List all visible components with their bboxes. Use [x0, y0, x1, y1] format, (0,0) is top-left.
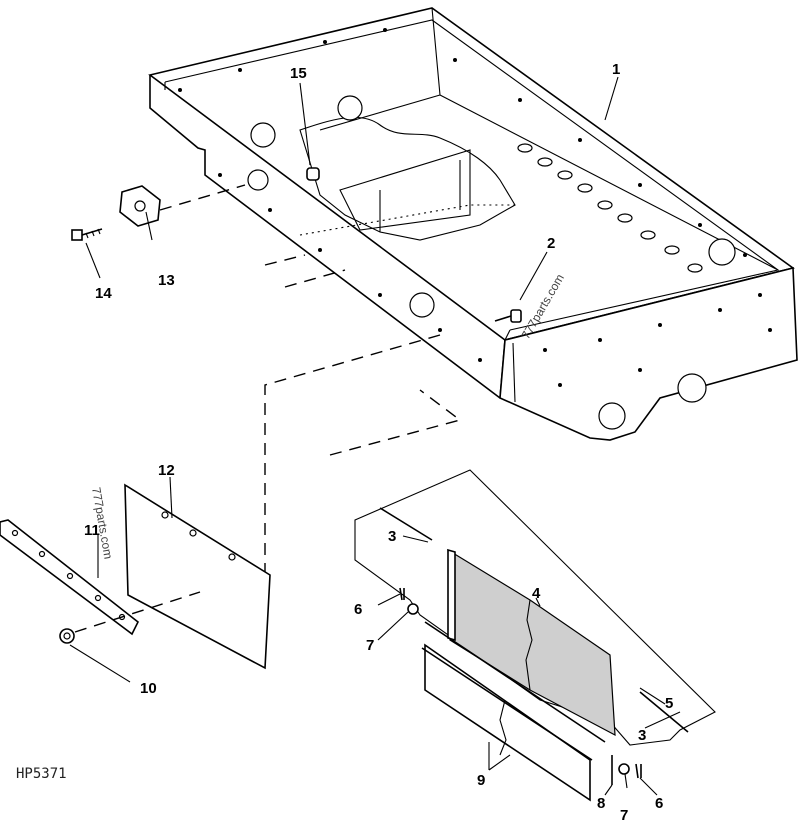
fitting-part-15	[306, 167, 320, 181]
callout-3-upper: 3	[388, 528, 396, 545]
callout-11: 11	[84, 522, 100, 539]
callout-3-lower: 3	[638, 727, 646, 744]
callout-2: 2	[547, 235, 555, 252]
callout-9: 9	[477, 772, 485, 789]
washer-part-7b	[618, 763, 630, 775]
callout-12: 12	[158, 462, 175, 479]
skirt-assembly	[354, 469, 716, 802]
pin-part-6b	[635, 763, 642, 779]
callout-6-left: 6	[354, 601, 362, 618]
nut-part-10	[59, 628, 75, 644]
mounting-plate-part-13	[119, 185, 161, 227]
pin-part-6a	[399, 587, 405, 601]
bolt-part-2	[494, 309, 522, 323]
callout-7-left: 7	[366, 637, 374, 654]
callout-15: 15	[290, 65, 307, 82]
figure-id: HP5371	[16, 766, 67, 782]
cover-panel-part-12	[124, 483, 271, 670]
frame-assembly	[148, 7, 798, 441]
callout-13: 13	[158, 272, 175, 289]
callout-10: 10	[140, 680, 157, 697]
callout-5: 5	[665, 695, 673, 712]
retainer-bar-part-11	[0, 519, 140, 636]
callout-1: 1	[612, 61, 620, 78]
callout-14: 14	[95, 285, 112, 302]
callout-7-right: 7	[620, 807, 628, 821]
washer-part-7a	[407, 603, 419, 615]
callout-6-right: 6	[655, 795, 663, 812]
callout-4: 4	[532, 585, 541, 602]
bolt-part-14	[71, 228, 103, 241]
callout-8: 8	[597, 795, 605, 812]
